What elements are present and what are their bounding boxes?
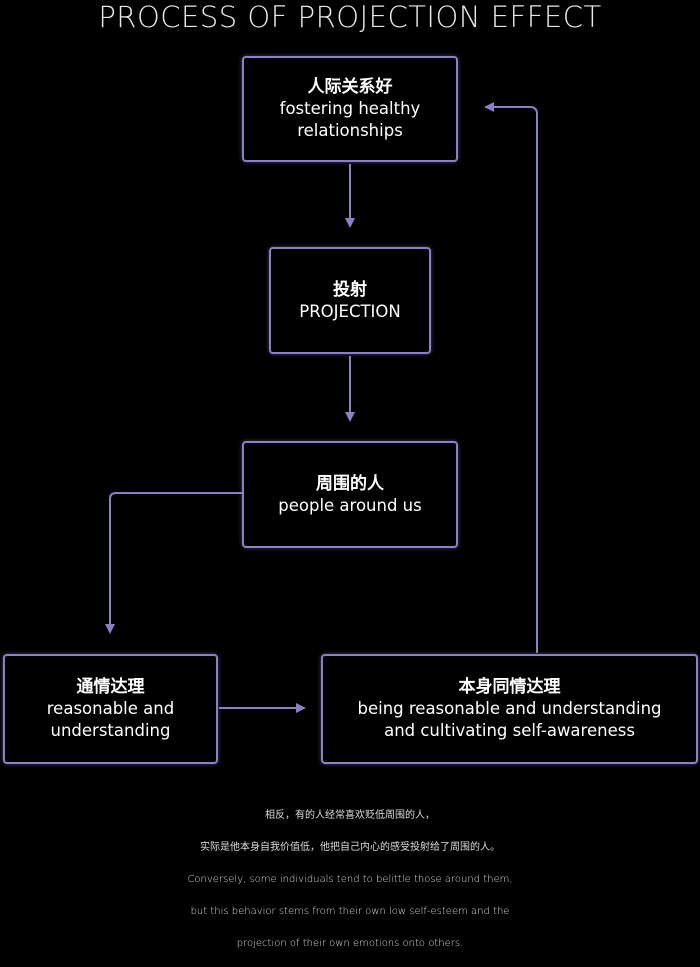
node-projection: 投射 PROJECTION [269, 247, 431, 354]
node-label-en: and cultivating self-awareness [384, 721, 635, 740]
node-label-zh: 投射 [333, 279, 367, 300]
caption-zh-line: 相反，有的人经常喜欢贬低周围的人， [265, 810, 435, 821]
node-label-en: fostering healthy [279, 99, 421, 118]
diagram-title: PROCESS OF PROJECTION EFFECT [98, 0, 602, 34]
node-label-en: PROJECTION [299, 301, 401, 321]
arrow-people-to-reasonable [105, 492, 242, 634]
caption-zh-line: 实际是他本身自我价值低，他把自己内心的感受投射给了周围的人。 [200, 842, 500, 853]
node-people-around-us: 周围的人 people around us [242, 441, 458, 548]
node-reasonable-and-understanding: 通情达理 reasonable and understanding [3, 654, 218, 764]
caption: 相反，有的人经常喜欢贬低周围的人， 实际是他本身自我价值低，他把自己内心的感受投… [0, 800, 700, 960]
node-label-en: understanding [50, 721, 171, 740]
node-label-zh: 通情达理 [76, 677, 145, 697]
node-label-en: people around us [278, 495, 422, 515]
node-label-en: being reasonable and understanding [357, 699, 662, 718]
caption-en-line: but this behavior stems from their own l… [190, 906, 510, 917]
arrow-self-to-relationships [484, 102, 538, 653]
node-label-en: reasonable and [46, 699, 175, 718]
caption-en-line: projection of their own emotions onto ot… [236, 938, 464, 949]
node-self-awareness: 本身同情达理 being reasonable and understandin… [321, 654, 698, 764]
node-label-zh: 人际关系好 [307, 77, 393, 97]
node-label-en: relationships [297, 121, 403, 140]
node-label-zh: 本身同情达理 [458, 677, 561, 697]
node-label-zh: 周围的人 [316, 473, 384, 494]
node-fostering-healthy-relationships: 人际关系好 fostering healthy relationships [242, 56, 458, 162]
caption-en-line: Conversely, some individuals tend to bel… [187, 874, 513, 885]
